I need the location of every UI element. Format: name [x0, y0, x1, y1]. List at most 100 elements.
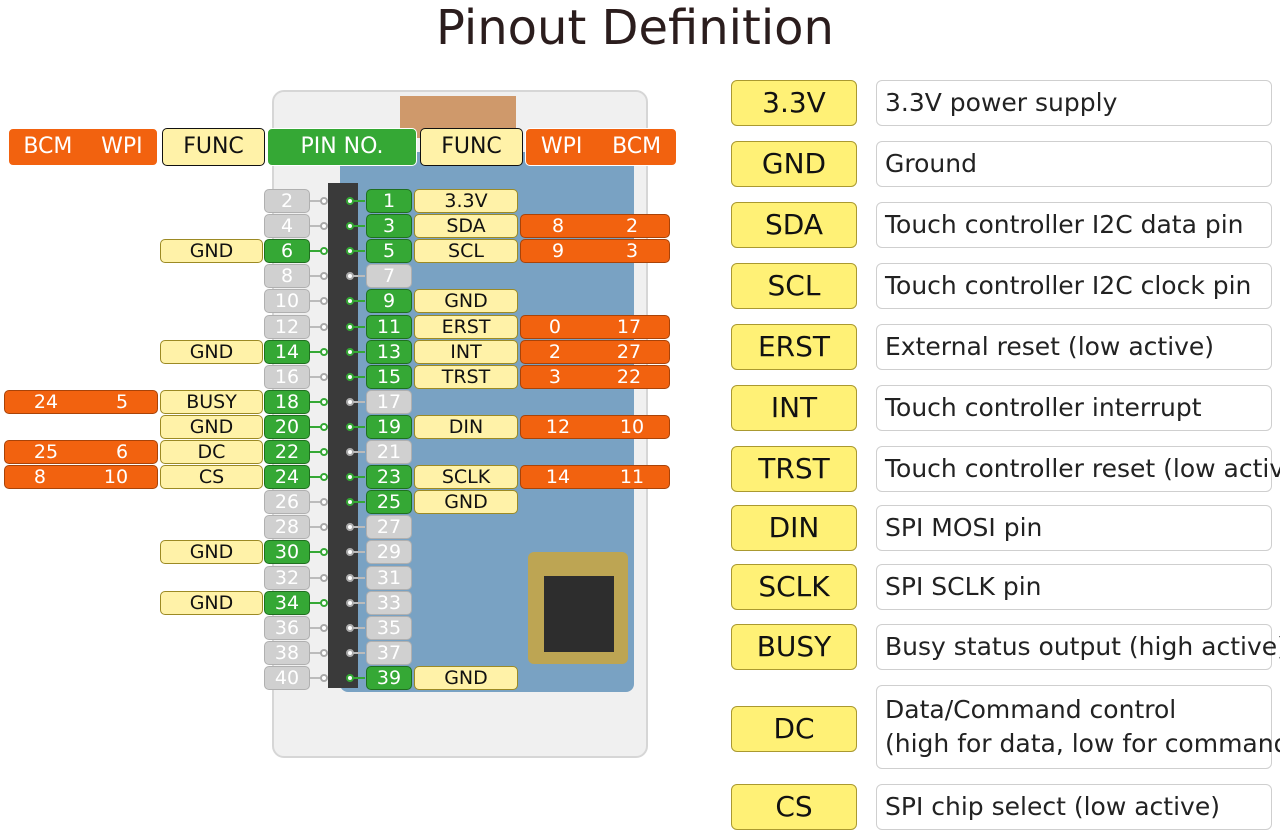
pin-connector-line: [310, 225, 322, 227]
pin-func-label: CS: [160, 465, 263, 489]
pin-connector-line: [353, 200, 365, 202]
pin-connector-dot: [320, 448, 328, 456]
header-right-wpi: WPI: [540, 134, 583, 159]
header-left-bcm-wpi: BCM WPI: [8, 128, 158, 166]
pin-number-3: 3: [366, 214, 412, 238]
pin-number-10: 10: [264, 289, 310, 313]
bcm-number: 3: [625, 240, 639, 262]
pin-connector-dot: [320, 348, 328, 356]
pin-connector-line: [310, 275, 322, 277]
pin-func-label: GND: [160, 239, 263, 263]
pin-number-40: 40: [264, 666, 310, 690]
pin-number-12: 12: [264, 315, 310, 339]
pin-connector-dot: [320, 523, 328, 531]
pin-func-label: GND: [160, 540, 263, 564]
gpio-numbers: 14 11: [520, 465, 670, 489]
pin-number-29: 29: [366, 540, 412, 564]
pin-connector-line: [310, 200, 322, 202]
pin-number-17: 17: [366, 390, 412, 414]
pin-connector-line: [353, 300, 365, 302]
pin-number-16: 16: [264, 365, 310, 389]
legend-description: SPI MOSI pin: [876, 505, 1272, 551]
page-title: Pinout Definition: [436, 0, 834, 56]
legend-description-line: Ground: [885, 149, 977, 178]
legend-description-line: SPI chip select (low active): [885, 792, 1220, 821]
pin-number-4: 4: [264, 214, 310, 238]
legend-function-sda: SDA: [731, 202, 857, 248]
pin-number-21: 21: [366, 440, 412, 464]
pin-number-9: 9: [366, 289, 412, 313]
pin-connector-line: [310, 526, 322, 528]
pin-connector-line: [353, 526, 365, 528]
bcm-number: 25: [33, 441, 59, 463]
bcm-number: 8: [33, 466, 47, 488]
bcm-number: 11: [619, 466, 645, 488]
pin-connector-dot: [320, 297, 328, 305]
pin-func-label: SCL: [414, 239, 518, 263]
pin-connector-dot: [320, 574, 328, 582]
legend-description-line: 3.3V power supply: [885, 88, 1118, 117]
pin-connector-line: [353, 426, 365, 428]
pin-number-1: 1: [366, 189, 412, 213]
pin-number-11: 11: [366, 315, 412, 339]
bcm-number: 24: [33, 391, 59, 413]
pin-connector-line: [310, 376, 322, 378]
wpi-number: 8: [551, 215, 565, 237]
pin-connector-dot: [320, 323, 328, 331]
pin-connector-line: [353, 275, 365, 277]
pin-func-label: GND: [160, 591, 263, 615]
legend-function-erst: ERST: [731, 324, 857, 370]
pin-number-13: 13: [366, 340, 412, 364]
pin-connector-line: [353, 376, 365, 378]
pin-number-39: 39: [366, 666, 412, 690]
pin-number-26: 26: [264, 490, 310, 514]
pin-connector-line: [310, 451, 322, 453]
bcm-number: 17: [616, 316, 642, 338]
pin-number-34: 34: [264, 591, 310, 615]
bcm-number: 2: [625, 215, 639, 237]
pin-func-label: TRST: [414, 365, 518, 389]
pin-func-label: ERST: [414, 315, 518, 339]
legend-function-sclk: SCLK: [731, 564, 857, 610]
connector-jack-socket: [544, 576, 614, 652]
pin-connector-dot: [320, 197, 328, 205]
pin-connector-line: [353, 250, 365, 252]
pin-func-label: 3.3V: [414, 189, 518, 213]
wpi-number: 14: [545, 466, 571, 488]
pin-connector-line: [310, 300, 322, 302]
pin-header-strip: [328, 183, 358, 688]
pin-connector-dot: [320, 373, 328, 381]
legend-description-line: SPI SCLK pin: [885, 572, 1042, 601]
pin-connector-line: [310, 250, 322, 252]
legend-description: External reset (low active): [876, 324, 1272, 370]
pin-connector-dot: [320, 272, 328, 280]
pin-connector-line: [353, 451, 365, 453]
pin-connector-dot: [320, 649, 328, 657]
pin-connector-dot: [320, 599, 328, 607]
legend-function-scl: SCL: [731, 263, 857, 309]
legend-function-dc: DC: [731, 706, 857, 752]
pin-connector-line: [310, 326, 322, 328]
legend-description: Busy status output (high active): [876, 624, 1280, 670]
pin-number-2: 2: [264, 189, 310, 213]
header-pin-no: PIN NO.: [267, 128, 417, 166]
pin-number-7: 7: [366, 264, 412, 288]
pin-number-35: 35: [366, 616, 412, 640]
wpi-number: 3: [548, 366, 562, 388]
pin-number-15: 15: [366, 365, 412, 389]
header-right-wpi-bcm: WPI BCM: [525, 128, 677, 166]
pin-number-6: 6: [264, 239, 310, 263]
legend-description: Data/Command control(high for data, low …: [876, 685, 1280, 769]
legend-description: Touch controller interrupt: [876, 385, 1272, 431]
pin-number-27: 27: [366, 515, 412, 539]
legend-function-din: DIN: [731, 505, 857, 551]
wpi-number: 2: [548, 341, 562, 363]
legend-description-line: Touch controller reset (low active): [885, 454, 1280, 483]
legend-description: SPI chip select (low active): [876, 784, 1272, 830]
